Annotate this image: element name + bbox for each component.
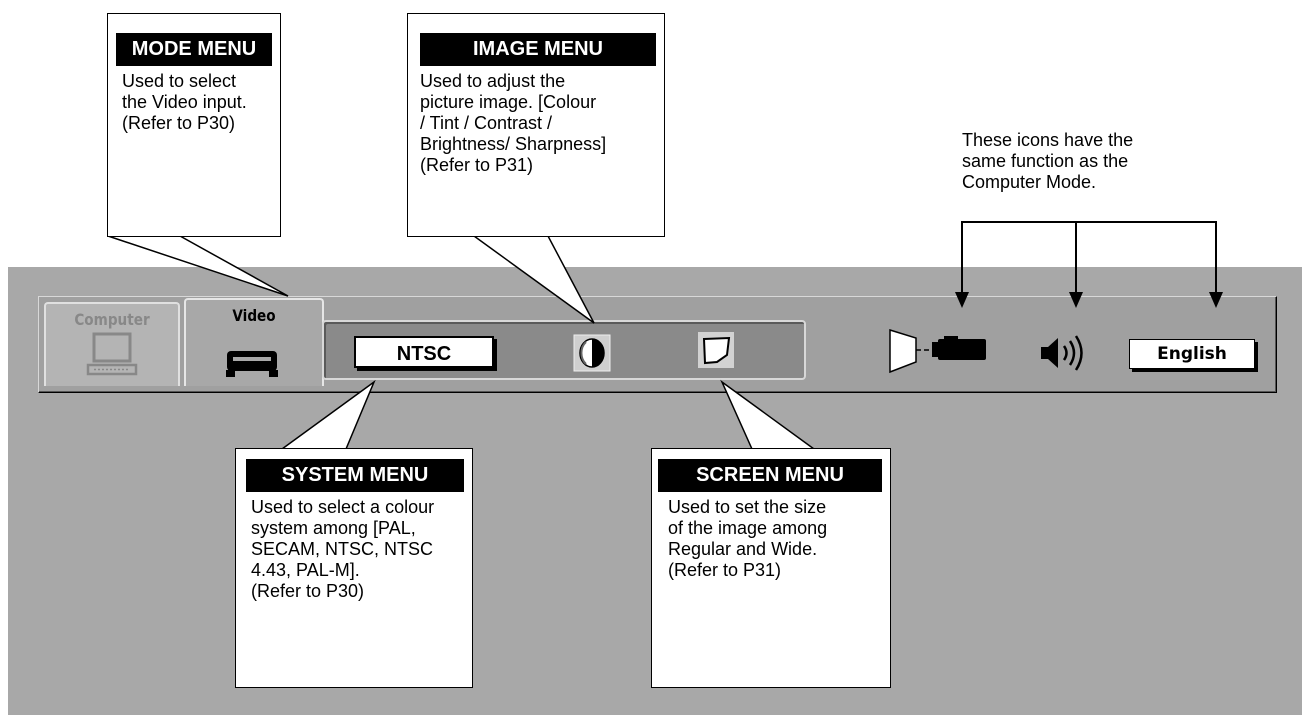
screen-size-icon[interactable]: [697, 331, 737, 371]
system-select[interactable]: NTSC: [354, 336, 494, 368]
screen-callout-pointer: [720, 379, 817, 450]
language-select[interactable]: English: [1129, 339, 1255, 369]
screen-menu-title: SCREEN MENU: [658, 459, 882, 492]
image-menu-text: Used to adjust the picture image. [Colou…: [420, 71, 607, 175]
tab-computer-label: Computer: [74, 310, 150, 329]
computer-icon: [86, 332, 138, 376]
system-menu-text: Used to select a colour system among [PA…: [251, 497, 435, 601]
image-adjust-icon[interactable]: [570, 334, 620, 372]
screen-menu-callout: SCREEN MENU Used to set the size of the …: [651, 448, 891, 688]
mode-menu-callout: MODE MENU Used to select the Video input…: [107, 13, 281, 237]
image-menu-callout: IMAGE MENU Used to adjust the picture im…: [407, 13, 665, 237]
tab-video[interactable]: Video: [184, 298, 324, 386]
image-menu-title: IMAGE MENU: [420, 33, 656, 66]
speaker-icon[interactable]: [1038, 334, 1090, 372]
mode-menu-text: Used to select the Video input. (Refer t…: [122, 71, 247, 133]
system-callout-pointer: [279, 379, 376, 450]
mode-callout-pointer: [107, 235, 289, 297]
mode-menu-title: MODE MENU: [116, 33, 272, 66]
tab-computer[interactable]: Computer: [44, 302, 180, 386]
system-menu-callout: SYSTEM MENU Used to select a colour syst…: [235, 448, 473, 688]
screen-menu-text: Used to set the size of the image among …: [668, 497, 828, 580]
image-callout-pointer: [471, 235, 595, 324]
projector-icon[interactable]: [888, 328, 994, 374]
icons-bracket-arrows: [955, 221, 1223, 308]
system-menu-title: SYSTEM MENU: [246, 459, 464, 492]
vcr-icon: [226, 351, 278, 377]
icons-note: These icons have the same function as th…: [962, 130, 1134, 192]
tab-video-label: Video: [232, 306, 276, 325]
